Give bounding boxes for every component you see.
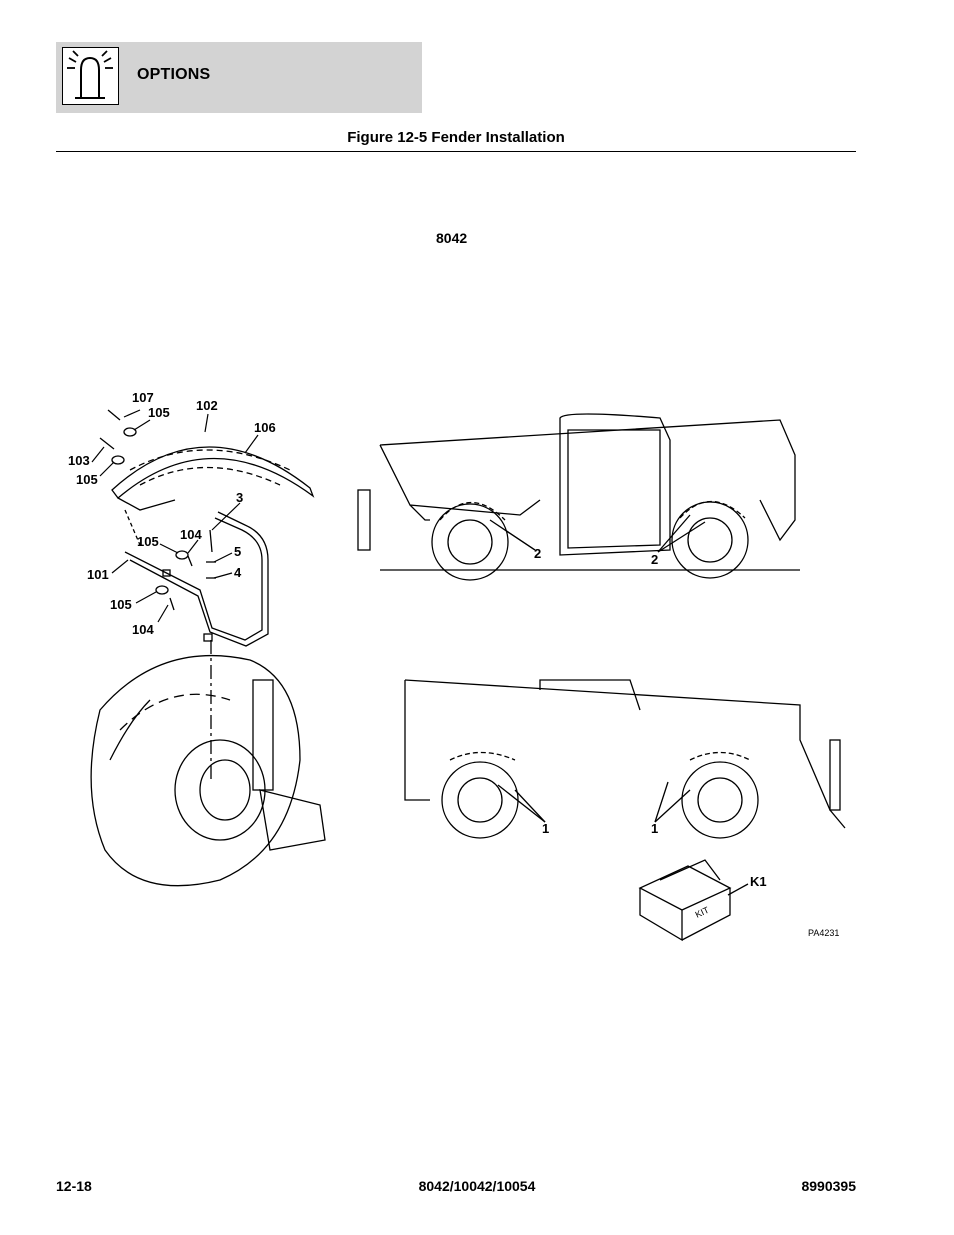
machine-side-view-bottom [404, 679, 846, 839]
callout-2-right: 2 [651, 552, 658, 567]
figure-title: Figure 12-5 Fender Installation [347, 129, 565, 146]
model-label: 8042 [436, 230, 468, 246]
callout-1-left: 1 [542, 821, 549, 836]
footer-doc-number: 8990395 [801, 1178, 856, 1194]
figure-ref-code: PA4231 [808, 928, 839, 938]
callout-4: 4 [234, 565, 242, 580]
header-rule [56, 151, 856, 152]
callout-105-lower: 105 [110, 597, 132, 612]
callout-107: 107 [132, 390, 154, 405]
footer-page-number: 12-18 [56, 1178, 92, 1194]
kit-box-label: KIT [694, 905, 711, 920]
callout-105-top: 105 [148, 405, 170, 420]
callout-2-left: 2 [534, 546, 541, 561]
beacon-light-icon [62, 47, 119, 105]
kit-box [638, 859, 749, 942]
section-title: OPTIONS [137, 66, 211, 83]
callout-105-mid: 105 [137, 534, 159, 549]
callout-k1: K1 [750, 874, 767, 889]
callout-101: 101 [87, 567, 109, 582]
callout-105-left: 105 [76, 472, 98, 487]
callout-leaders [91, 409, 259, 623]
callout-106: 106 [254, 420, 276, 435]
callout-1-right: 1 [651, 821, 658, 836]
callout-104-upper: 104 [180, 527, 202, 542]
callout-103: 103 [68, 453, 90, 468]
callout-102: 102 [196, 398, 218, 413]
callout-3: 3 [236, 490, 243, 505]
footer-models: 8042/10042/10054 [418, 1178, 536, 1194]
callout-5: 5 [234, 544, 241, 559]
callout-104-lower: 104 [132, 622, 154, 637]
machine-side-view-top [357, 413, 800, 581]
fender-exploded-view [90, 409, 326, 887]
